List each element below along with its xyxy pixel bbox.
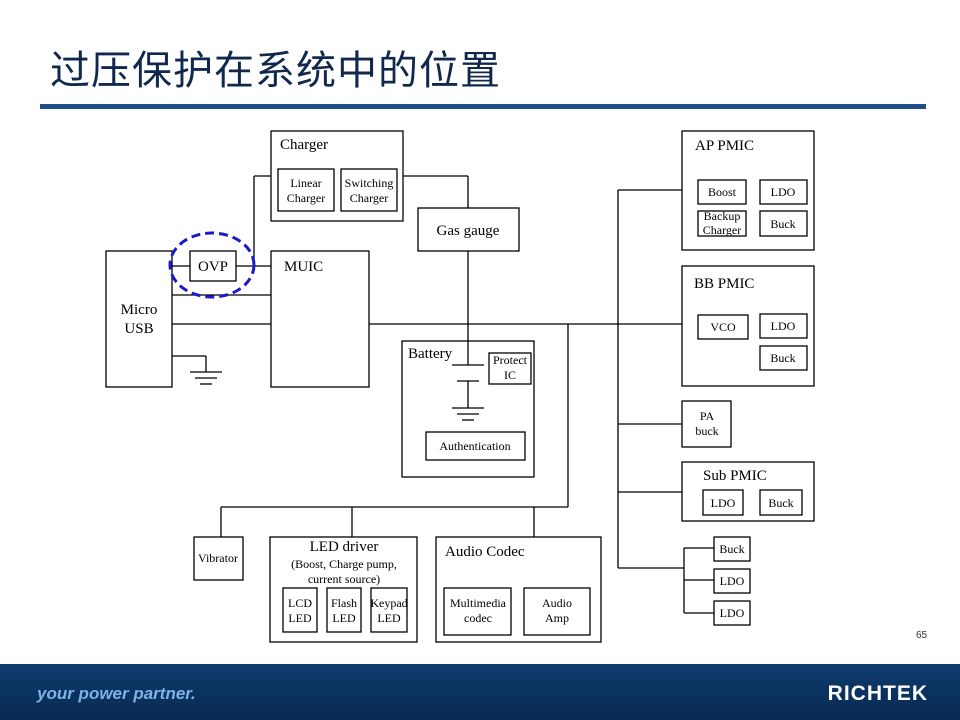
multimedia-codec-block [443, 587, 512, 636]
ovp-highlight-circle [168, 231, 256, 299]
protect-ic-line1: Protect [493, 353, 528, 367]
pa-buck-line1: PA [700, 409, 715, 423]
sub-pmic-label: Sub PMIC [703, 468, 767, 484]
page-number: 65 [916, 630, 928, 641]
bb-vco-block [697, 314, 749, 340]
led-driver-label: LED driver [310, 539, 379, 555]
led-driver-sub1: (Boost, Charge pump, [291, 557, 397, 571]
keypad-led-line1: Keypad [370, 596, 407, 610]
authentication-label: Authentication [439, 439, 510, 453]
multimedia-codec-line2: codec [464, 611, 492, 625]
rail-ldo1-block [713, 568, 751, 594]
rail-buck-block [713, 536, 751, 562]
authentication-block [425, 431, 526, 461]
audio-amp-block [523, 587, 591, 636]
ap-boost-label: Boost [708, 185, 737, 199]
bb-ldo-label: LDO [771, 319, 796, 333]
bb-buck-block [759, 345, 808, 371]
switching-charger-line2: Charger [350, 191, 388, 205]
linear-charger-line2: Charger [287, 191, 325, 205]
gas-gauge-label: Gas gauge [437, 223, 500, 239]
sub-pmic-block [681, 461, 815, 522]
rail-ldo2-block [713, 600, 751, 626]
bb-pmic-label: BB PMIC [694, 276, 754, 292]
bb-ldo-block [759, 313, 808, 339]
ap-ldo-block [759, 179, 808, 205]
bb-pmic-block [681, 265, 815, 387]
ap-backup-line2: Charger [703, 223, 741, 237]
rail-buck-label: Buck [719, 542, 744, 556]
ap-backup-line1: Backup [704, 209, 741, 223]
bb-buck-label: Buck [770, 351, 795, 365]
ovp-block [189, 250, 237, 282]
slide-title: 过压保护在系统中的位置 [50, 48, 501, 94]
audio-amp-line2: Amp [545, 611, 569, 625]
charger-label: Charger [280, 137, 328, 153]
ap-boost-block [697, 179, 747, 205]
audio-amp-line1: Audio [542, 596, 572, 610]
ap-buck-label: Buck [770, 217, 795, 231]
ap-backup-charger-block [697, 210, 747, 237]
ground-icon [452, 407, 484, 421]
ap-ldo-label: LDO [771, 185, 796, 199]
ground-icon [190, 371, 222, 385]
protect-ic-line2: IC [504, 368, 516, 382]
pa-buck-line2: buck [695, 424, 718, 438]
micro-usb-line2: USB [124, 321, 153, 337]
linear-charger-block [277, 168, 335, 212]
wires [172, 175, 714, 614]
flash-led-line2: LED [332, 611, 356, 625]
gas-gauge-block [417, 207, 520, 252]
system-block-diagram: Charger Linear Charger Switching Charger… [105, 130, 815, 643]
ap-pmic-block [681, 130, 815, 251]
bb-vco-label: VCO [710, 320, 736, 334]
battery-cell-icon [452, 364, 484, 408]
battery-block [401, 340, 535, 478]
muic-label: MUIC [284, 259, 323, 275]
footer-bar: your power partner. RICHTEK [0, 664, 960, 720]
pa-buck-block [681, 400, 732, 448]
ap-pmic-label: AP PMIC [695, 138, 754, 154]
vibrator-label: Vibrator [198, 551, 238, 565]
switching-charger-block [340, 168, 398, 212]
flash-led-block [326, 587, 362, 633]
sub-buck-block [759, 489, 803, 516]
ovp-label: OVP [198, 259, 228, 275]
sub-ldo-label: LDO [711, 496, 736, 510]
linear-charger-line1: Linear [290, 176, 321, 190]
title-rule [40, 104, 926, 109]
ap-buck-block [759, 210, 808, 237]
muic-block [270, 250, 370, 388]
protect-ic-block [488, 352, 532, 385]
keypad-led-block [370, 587, 408, 633]
battery-label: Battery [408, 346, 453, 362]
footer-tagline: your power partner. [37, 684, 196, 703]
switching-charger-line1: Switching [345, 176, 394, 190]
sub-ldo-block [702, 489, 744, 516]
micro-usb-block [105, 250, 173, 388]
audio-codec-block [435, 536, 602, 643]
rail-ldo2-label: LDO [720, 606, 745, 620]
vibrator-block [193, 536, 244, 581]
charger-block [270, 130, 404, 222]
rail-ldo1-label: LDO [720, 574, 745, 588]
led-driver-block [269, 536, 418, 643]
lcd-led-line2: LED [288, 611, 312, 625]
keypad-led-line2: LED [377, 611, 401, 625]
led-driver-sub2: current source) [308, 572, 380, 586]
audio-codec-label: Audio Codec [445, 544, 525, 560]
micro-usb-line1: Micro [121, 302, 158, 318]
lcd-led-line1: LCD [288, 596, 312, 610]
flash-led-line1: Flash [331, 596, 357, 610]
lcd-led-block [282, 587, 318, 633]
brand-logo: RICHTEK [827, 682, 928, 705]
multimedia-codec-line1: Multimedia [450, 596, 507, 610]
sub-buck-label: Buck [768, 496, 793, 510]
